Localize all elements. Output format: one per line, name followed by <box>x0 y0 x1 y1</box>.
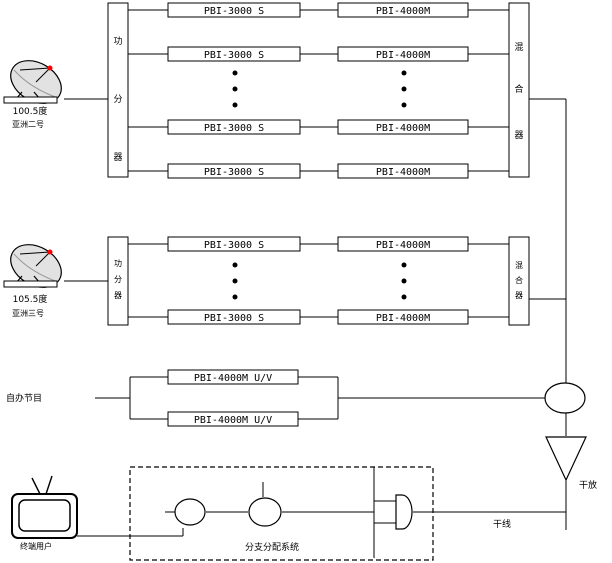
combiner-2 <box>508 236 530 326</box>
splitter-2-char-3: 器 <box>114 291 122 300</box>
splitter-1-char-2: 分 <box>113 94 122 105</box>
combiner-1-char-1: 混 <box>514 42 523 53</box>
receiver-label: PBI-3000 S <box>204 167 264 178</box>
trunk-line-label: 干线 <box>493 518 511 530</box>
splitter-2-char-2: 分 <box>114 275 122 284</box>
combiner-2-char-1: 混 <box>515 261 523 270</box>
modulator-label: PBI-4000M <box>376 6 430 17</box>
modulator-label: PBI-4000M <box>376 123 430 134</box>
distribution-label: 分支分配系统 <box>245 541 299 553</box>
dish-2-satellite-name: 亚洲三号 <box>12 309 44 318</box>
self-modulator-1: PBI-4000M U/V <box>167 369 299 385</box>
combiner-2-char-3: 器 <box>515 291 523 300</box>
terminal-user-label: 终端用户 <box>20 541 52 551</box>
final-mixer <box>544 382 586 414</box>
upper-chain-row-3: PBI-3000 S PBI-4000M <box>128 119 509 135</box>
distribution-wiring <box>77 467 396 558</box>
receiver-label: PBI-3000 S <box>204 50 264 61</box>
upper-chain-row-2: PBI-3000 S PBI-4000M <box>128 46 509 62</box>
splitter-1-char-3: 器 <box>113 152 122 163</box>
dish-1-satellite-name: 亚洲二号 <box>12 120 44 129</box>
splitter-1 <box>107 2 129 178</box>
combiner-1-char-2: 合 <box>514 83 523 95</box>
splitter-1-char-1: 功 <box>113 36 122 47</box>
splitter-2-char-1: 功 <box>114 258 122 268</box>
lower-ellipsis-dots <box>232 262 407 300</box>
combiner-1 <box>508 2 530 178</box>
receiver-label: PBI-3000 S <box>204 240 264 251</box>
self-modulator-2: PBI-4000M U/V <box>167 411 299 427</box>
dish-2-degree: 105.5度 <box>13 293 48 305</box>
trunk-amplifier-icon <box>545 436 587 482</box>
upper-chain-row-1: PBI-3000 S PBI-4000M <box>128 2 509 18</box>
combiner-2-char-2: 合 <box>515 275 523 285</box>
receiver-label: PBI-3000 S <box>204 123 264 134</box>
modulator-label: PBI-4000M <box>376 240 430 251</box>
upper-chain-row-4: PBI-3000 S PBI-4000M <box>128 163 509 179</box>
trunk-amp-label: 干放 <box>579 479 597 491</box>
tv-terminal-icon <box>11 475 78 539</box>
tap-device <box>395 494 413 530</box>
combiner-1-char-3: 器 <box>514 130 523 141</box>
combiner-output-bus <box>529 98 567 383</box>
modulator-label: PBI-4000M <box>376 313 430 324</box>
self-program-label: 自办节目 <box>6 392 42 404</box>
self-program-wiring <box>95 376 545 420</box>
lower-chain-row-1: PBI-3000 S PBI-4000M <box>128 236 509 252</box>
modulator-label: PBI-4000M <box>376 50 430 61</box>
satellite-dish-1-icon <box>3 60 62 104</box>
modulator-label: PBI-4000M <box>376 167 430 178</box>
self-modulator-label: PBI-4000M U/V <box>194 373 272 384</box>
splitter-circle-1 <box>174 498 206 526</box>
receiver-label: PBI-3000 S <box>204 6 264 17</box>
upper-ellipsis-dots <box>232 70 407 108</box>
distribution-system-box <box>129 466 434 561</box>
dish-1-degree: 100.5度 <box>13 105 48 117</box>
splitter-circle-2 <box>248 497 282 527</box>
self-modulator-label: PBI-4000M U/V <box>194 415 272 426</box>
splitter-2 <box>107 236 129 326</box>
lower-chain-row-2: PBI-3000 S PBI-4000M <box>128 309 509 325</box>
receiver-label: PBI-3000 S <box>204 313 264 324</box>
satellite-dish-2-icon <box>3 244 62 288</box>
